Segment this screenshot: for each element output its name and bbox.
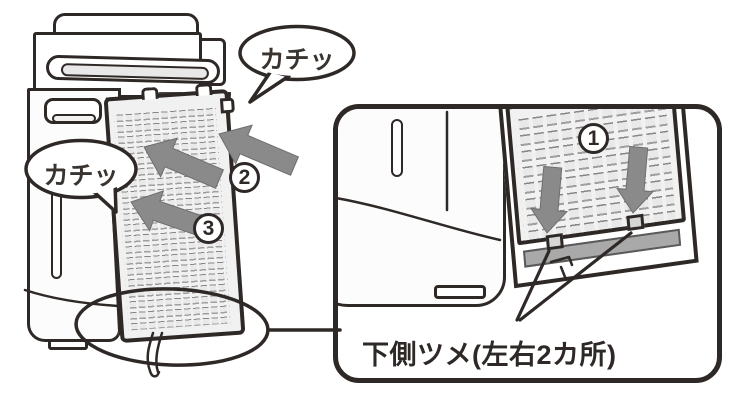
detail-unit-foot [434, 285, 486, 299]
unit-top-tray-inner [60, 63, 210, 80]
panel-hook-tab-icon [194, 83, 213, 97]
bottom-tab-right [626, 213, 645, 232]
detail-inset-box: 下側ツメ(左右2カ所) [333, 104, 722, 383]
step-2-badge: 2 [229, 162, 260, 193]
click-sound-text-top: カチッ [259, 46, 335, 74]
click-sound-text-left: カチッ [43, 162, 119, 190]
step-3-badge: 3 [193, 213, 224, 244]
side-handle-cutout [44, 98, 102, 124]
panel-hook-tab-icon [140, 86, 159, 100]
bottom-tab-left [545, 233, 564, 251]
unit-top-tray [45, 54, 221, 85]
detail-unit-body [338, 109, 506, 307]
filter-panel [103, 83, 246, 344]
side-handle-lip [52, 114, 96, 123]
detail-body-groove [391, 119, 403, 177]
step-1-badge: 1 [578, 123, 609, 154]
panel-corner-notch [219, 97, 235, 114]
bottom-tabs-label: 下側ツメ(左右2カ所) [362, 340, 617, 370]
